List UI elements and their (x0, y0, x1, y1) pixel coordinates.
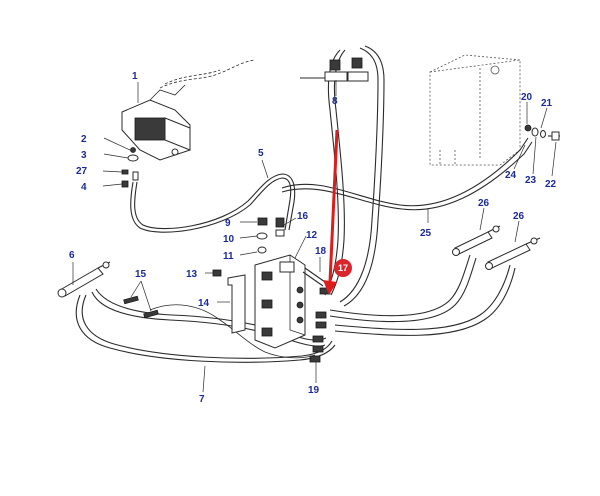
control-valve-block (227, 254, 306, 349)
label-19[interactable]: 19 (308, 385, 320, 396)
label-27[interactable]: 27 (76, 166, 88, 177)
cylinder-right-b-part-26 (485, 237, 541, 270)
cylinder-right-a-part-26 (452, 225, 501, 256)
label-11[interactable]: 11 (223, 251, 234, 262)
label-24[interactable]: 24 (505, 170, 517, 181)
label-16[interactable]: 16 (297, 211, 309, 222)
part-labels: 1 2 3 27 4 5 6 7 8 9 10 11 12 13 14 15 1… (69, 71, 557, 405)
cylinder-left-part-6 (57, 261, 111, 298)
fittings-valve (212, 217, 285, 277)
fittings-left (121, 147, 139, 188)
label-22[interactable]: 22 (545, 179, 557, 190)
label-7[interactable]: 7 (199, 394, 205, 405)
hydraulic-tank (429, 54, 521, 166)
label-14[interactable]: 14 (198, 298, 210, 309)
label-18[interactable]: 18 (315, 246, 327, 257)
label-9[interactable]: 9 (225, 218, 231, 229)
bolts-part-15 (123, 295, 159, 319)
label-26-a[interactable]: 26 (478, 198, 490, 209)
label-8[interactable]: 8 (332, 96, 338, 107)
label-5[interactable]: 5 (258, 148, 264, 159)
label-4[interactable]: 4 (81, 182, 87, 193)
label-13[interactable]: 13 (186, 269, 198, 280)
label-26-b[interactable]: 26 (513, 211, 525, 222)
leader-lines (72, 80, 557, 393)
label-2[interactable]: 2 (81, 134, 87, 145)
label-17[interactable]: 17 (338, 263, 348, 273)
label-25[interactable]: 25 (420, 228, 432, 239)
label-10[interactable]: 10 (223, 234, 235, 245)
label-3[interactable]: 3 (81, 150, 87, 161)
label-21[interactable]: 21 (541, 98, 553, 109)
part-18 (302, 267, 326, 287)
label-1[interactable]: 1 (132, 71, 138, 82)
valve-assembly-part-1 (121, 59, 256, 161)
label-15[interactable]: 15 (135, 269, 147, 280)
hose-end-fittings (309, 287, 331, 363)
tank-fittings (524, 124, 560, 141)
highlight-arrow (323, 129, 339, 295)
highlight-badge-17[interactable]: 17 (334, 259, 352, 277)
label-20[interactable]: 20 (521, 92, 533, 103)
label-23[interactable]: 23 (525, 175, 537, 186)
top-fittings-part-8 (300, 57, 369, 82)
label-12[interactable]: 12 (306, 230, 318, 241)
label-6[interactable]: 6 (69, 250, 75, 261)
